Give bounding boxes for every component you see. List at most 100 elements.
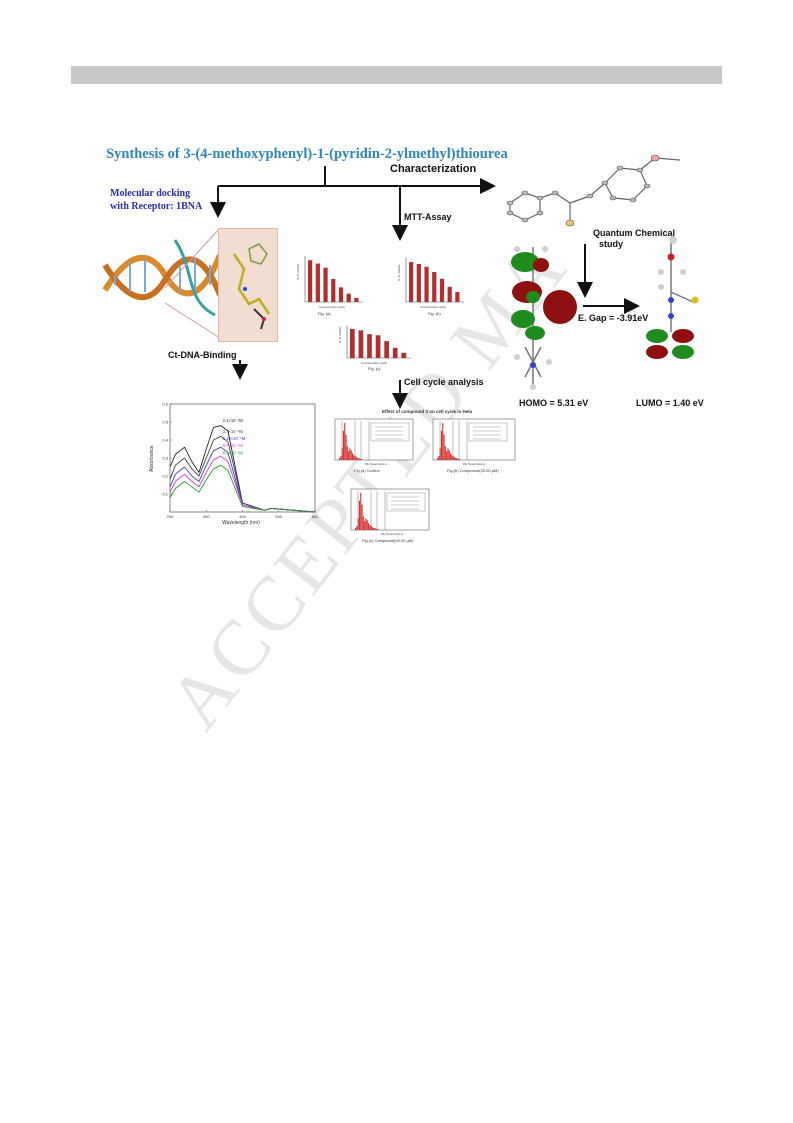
histogram-bin — [358, 500, 360, 530]
egap-label: E. Gap = -3.91eV — [578, 313, 649, 323]
mtt-bar — [338, 287, 344, 302]
histogram-bin — [349, 448, 351, 460]
histogram-bin — [442, 422, 444, 460]
mtt-bar — [323, 267, 328, 302]
docking-pose-panel — [218, 228, 278, 342]
absorbance-annotation: 8.3×10⁻⁶M — [223, 450, 244, 455]
histogram-x-label: PE Texas Red-A — [381, 532, 403, 536]
docking-label-line2: with Receptor: 1BNA — [110, 201, 203, 212]
histogram-bin — [358, 458, 360, 460]
histogram-bin — [346, 446, 348, 460]
quantum-label-line1: Quantum Chemical — [593, 228, 676, 238]
mtt-bar — [447, 286, 452, 302]
histogram-bin — [342, 430, 344, 460]
histogram-bin — [374, 528, 376, 530]
absorbance-annotations: 2.1×10⁻⁶M3.7×10⁻⁶M5.10×10⁻⁶M6.7×10⁻⁶M8.3… — [223, 418, 246, 455]
mtt-caption-b: Fig. (b) — [428, 311, 441, 316]
histogram-bin — [360, 492, 362, 530]
histogram-bin — [362, 516, 364, 530]
absorbance-y-tick-label: 0.5 — [162, 420, 168, 425]
mtt-bar — [367, 334, 372, 358]
histogram-bin — [375, 529, 377, 530]
mtt-bar — [432, 272, 437, 302]
cell-cycle-hist-c: PE Texas Red-A — [350, 488, 430, 536]
mtt-y-label: % of viability — [338, 326, 342, 343]
cell-cycle-caption-b: Fig.(b) Compound(25.00 µM) — [447, 468, 499, 473]
cell-cycle-title: Effect of compound 3 on cell cycle in He… — [382, 409, 473, 414]
absorbance-y-tick-label: 0.1 — [162, 492, 168, 497]
histogram-bin — [443, 434, 445, 460]
absorbance-series — [169, 425, 316, 513]
histogram-bin — [359, 459, 361, 460]
absorbance-annotation: 2.1×10⁻⁶M — [223, 418, 244, 423]
mtt-bar — [416, 264, 421, 302]
mtt-bar — [375, 335, 381, 358]
mtt-bar — [401, 352, 407, 358]
mtt-bar — [315, 263, 320, 302]
mtt-bar — [455, 292, 460, 302]
mtt-bar — [354, 297, 359, 302]
histogram-bin — [446, 451, 448, 460]
histogram-bin — [361, 504, 363, 530]
mtt-y-label: % of viability — [296, 263, 300, 280]
absorbance-x-label: Wavelength (nm) — [222, 520, 260, 526]
absorbance-x-tick-label: 500 — [275, 514, 282, 519]
histogram-bin — [444, 446, 446, 460]
histogram-bin — [356, 526, 358, 530]
histogram-bin — [352, 453, 354, 460]
lumo-label: LUMO = 1.40 eV — [636, 398, 704, 408]
histogram-bin — [455, 458, 457, 460]
mtt-caption-c: Fig. (c) — [368, 366, 381, 371]
histogram-bin — [350, 450, 352, 460]
phase-stats-box — [386, 492, 426, 512]
docking-ligand-image — [232, 243, 271, 330]
header-bar — [71, 66, 722, 84]
histogram-bin — [456, 458, 458, 460]
mtt-bar — [358, 330, 364, 358]
histogram-bin — [440, 430, 442, 460]
histogram-bin — [365, 518, 367, 530]
dna-zoom-lines — [164, 227, 221, 339]
mtt-bar — [346, 293, 351, 302]
histogram-bin — [364, 521, 366, 530]
cell-cycle-caption-c: Fig.(c) Compound(50.00 µM) — [362, 538, 414, 543]
graphical-abstract-title: Synthesis of 3-(4-methoxyphenyl)-1-(pyri… — [106, 146, 508, 162]
histogram-bin — [348, 451, 350, 460]
mtt-bar — [350, 328, 355, 358]
absorbance-annotation: 3.7×10⁻⁶M — [223, 429, 244, 434]
crystal-structure-image — [506, 154, 681, 227]
phase-stats-box — [370, 422, 410, 442]
histogram-bin — [437, 458, 439, 460]
absorbance-annotation: 6.7×10⁻⁶M — [223, 443, 244, 448]
histogram-bin — [355, 528, 357, 530]
histogram-bin — [447, 448, 449, 460]
mtt-bar — [439, 278, 445, 302]
absorbance-y-ticks: 0.10.20.30.40.50.6 — [162, 402, 172, 497]
absorbance-y-tick-label: 0.4 — [162, 438, 168, 443]
absorbance-x-tick-label: 600 — [312, 514, 319, 519]
cell-cycle-hist-b: PE Texas Red-A — [432, 418, 516, 466]
mtt-label: MTT-Assay — [404, 212, 452, 222]
absorbance-series-line — [169, 464, 316, 513]
mtt-x-label: Concentration (µM) — [361, 361, 387, 365]
histogram-bin — [353, 455, 355, 460]
ctdna-label: Ct-DNA-Binding — [168, 350, 237, 360]
histogram-bin — [451, 455, 453, 460]
cell-cycle-caption-a: Fig.(a) Control — [354, 468, 380, 473]
histogram-bin — [448, 450, 450, 460]
mtt-x-label: Concentration (µM) — [420, 305, 446, 309]
homo-orbital-image — [511, 246, 577, 390]
histogram-bin — [344, 422, 346, 460]
docking-label: Molecular docking with Receptor: 1BNA — [110, 187, 202, 213]
characterization-label: Characterization — [390, 163, 477, 175]
histogram-bin — [457, 459, 459, 460]
histogram-bin — [366, 520, 368, 530]
histogram-bin — [453, 457, 455, 460]
absorbance-y-tick-label: 0.2 — [162, 474, 168, 479]
mtt-bar — [424, 266, 429, 302]
homo-label: HOMO = 5.31 eV — [519, 398, 589, 408]
